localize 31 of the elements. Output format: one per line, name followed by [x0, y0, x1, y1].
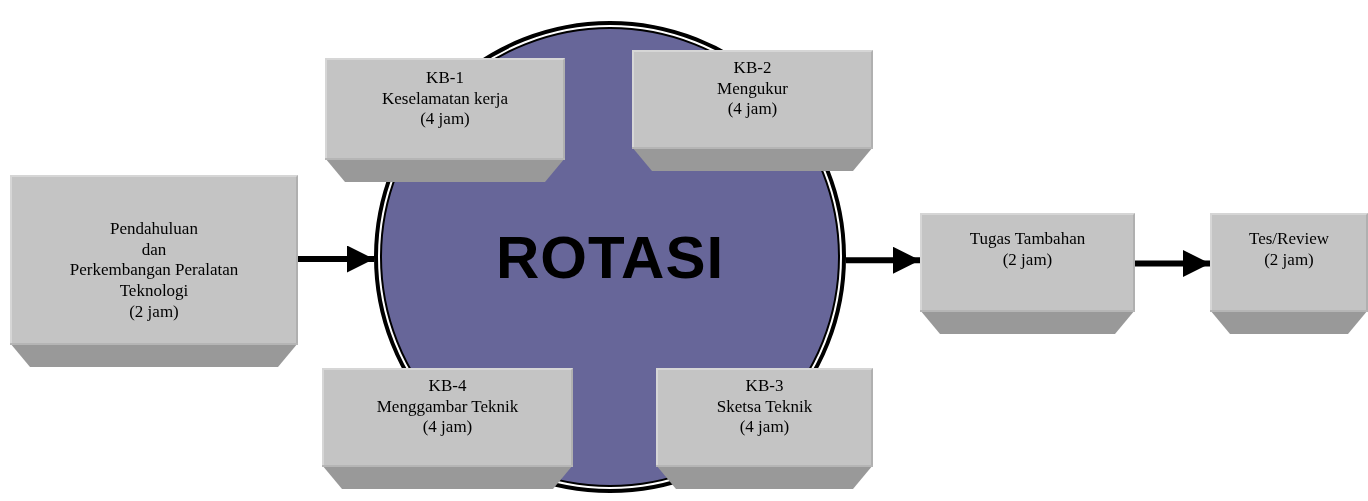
beveled-box	[632, 50, 873, 171]
beveled-box	[656, 368, 873, 489]
box-text: (2 jam)	[1002, 249, 1053, 271]
box-text: Mengukur	[717, 78, 788, 100]
box-text: Tugas Tambahan	[969, 229, 1086, 250]
box-text: (2 jam)	[129, 301, 179, 323]
box-text: KB-2	[733, 58, 772, 79]
beveled-box	[920, 213, 1135, 334]
box-text: KB-4	[428, 376, 467, 397]
box-text: Perkembangan Peralatan Teknologi	[68, 260, 240, 302]
box-text: (4 jam)	[727, 99, 778, 121]
beveled-box	[1210, 213, 1368, 334]
box-text: dan	[141, 239, 167, 261]
box-text: (2 jam)	[1264, 249, 1314, 271]
arrow	[846, 246, 920, 274]
arrow	[298, 245, 374, 273]
box-text: (4 jam)	[420, 109, 470, 131]
beveled-box	[325, 58, 565, 182]
beveled-box	[10, 175, 298, 367]
box-text: (4 jam)	[739, 417, 790, 439]
box-text: Tes/Review	[1249, 229, 1329, 250]
arrow	[1135, 250, 1210, 277]
box-text: (4 jam)	[422, 417, 473, 439]
circle-title: ROTASI	[495, 222, 725, 292]
box-text: Sketsa Teknik	[716, 396, 813, 418]
box-text: KB-3	[745, 376, 784, 397]
box-text: Keselamatan kerja	[382, 88, 508, 110]
box-text: Menggambar Teknik	[376, 396, 519, 418]
beveled-box	[322, 368, 573, 489]
box-text: Pendahuluan	[110, 219, 198, 240]
box-text: KB-1	[426, 68, 464, 89]
